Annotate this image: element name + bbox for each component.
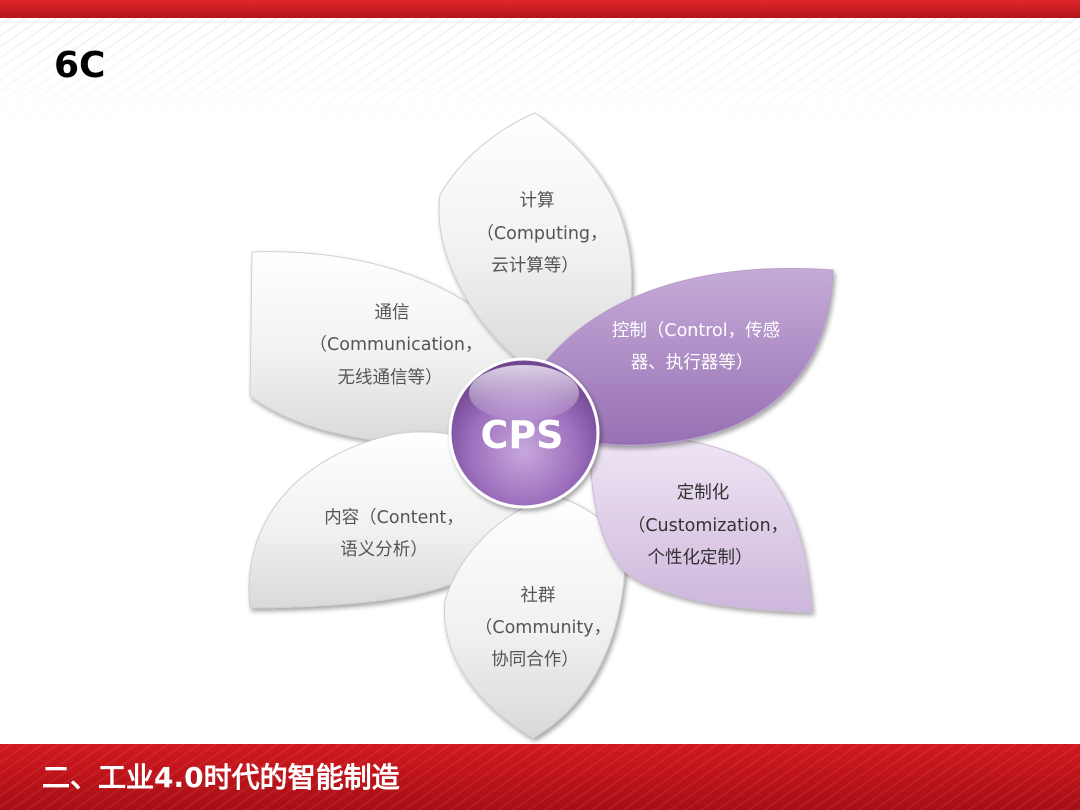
petal-label-community: 社群 （Community， 协同合作） bbox=[475, 586, 611, 670]
svg-text:无线通信等）: 无线通信等） bbox=[338, 368, 443, 388]
svg-text:内容（Content，: 内容（Content， bbox=[324, 508, 464, 528]
svg-text:器、执行器等）: 器、执行器等） bbox=[631, 353, 754, 373]
cps-center-label: CPS bbox=[480, 413, 563, 457]
svg-text:协同合作）: 协同合作） bbox=[491, 650, 579, 670]
petal-label-content: 内容（Content， 语义分析） bbox=[324, 508, 464, 560]
svg-text:（Community，: （Community， bbox=[475, 618, 611, 638]
svg-text:控制（Control，传感: 控制（Control，传感 bbox=[612, 321, 780, 341]
top-red-band bbox=[0, 0, 1080, 18]
svg-text:通信: 通信 bbox=[375, 303, 410, 323]
section-title: 二、工业4.0时代的智能制造 bbox=[42, 761, 400, 794]
svg-text:云计算等）: 云计算等） bbox=[491, 256, 579, 276]
svg-text:（Computing，: （Computing， bbox=[476, 224, 607, 244]
svg-text:语义分析）: 语义分析） bbox=[340, 540, 428, 560]
petal-label-communication: 通信 （Communication， 无线通信等） bbox=[310, 303, 483, 388]
petal-label-control: 控制（Control，传感 器、执行器等） bbox=[612, 321, 780, 373]
petal-label-computing: 计算 （Computing， 云计算等） bbox=[476, 191, 607, 276]
svg-text:计算: 计算 bbox=[520, 191, 555, 211]
svg-text:（Customization，: （Customization， bbox=[628, 516, 788, 536]
bottom-band-stripes bbox=[0, 744, 1080, 810]
svg-text:个性化定制）: 个性化定制） bbox=[648, 548, 753, 568]
bottom-red-band bbox=[0, 744, 1080, 810]
center-gloss-highlight bbox=[469, 365, 579, 421]
petal-customization bbox=[589, 435, 813, 613]
slide-title: 6C bbox=[54, 45, 106, 86]
svg-text:社群: 社群 bbox=[521, 586, 556, 606]
petal-label-customization: 定制化 （Customization， 个性化定制） bbox=[628, 483, 788, 568]
svg-text:定制化: 定制化 bbox=[677, 483, 730, 503]
svg-text:（Communication，: （Communication， bbox=[310, 335, 483, 355]
